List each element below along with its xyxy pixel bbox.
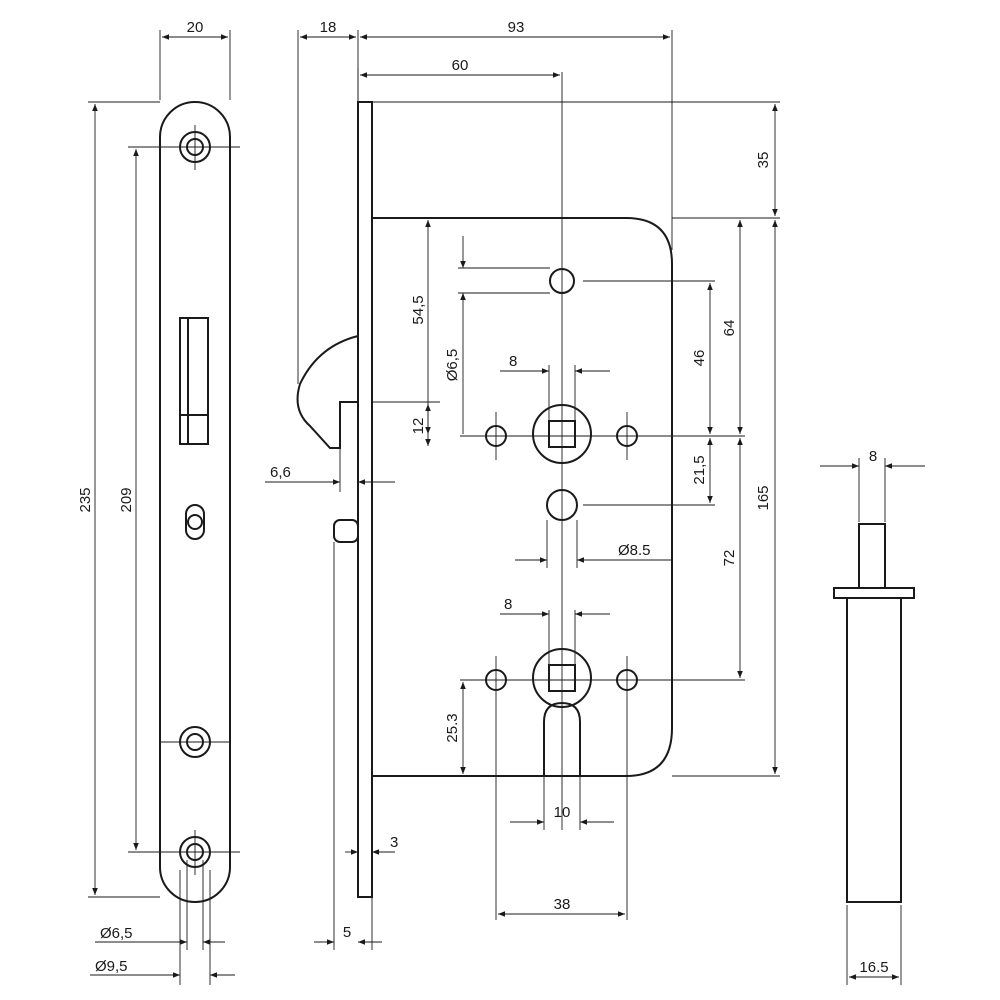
side-view-dimensions: 18 93 60 35 54,5 Ø6,5 12 6,6 3 5 <box>265 19 780 950</box>
dim-backset: 60 <box>452 57 469 74</box>
lock-case-side-view <box>296 72 745 920</box>
dim-cylinder-height: 25.3 <box>444 713 461 742</box>
dim-hole-spacing: 38 <box>554 896 571 913</box>
latch-opening <box>179 317 209 445</box>
dim-bolt-offset: 6,6 <box>270 464 291 481</box>
pin-body <box>846 597 902 903</box>
dim-follower-spacing: 72 <box>721 550 738 567</box>
dim-faceplate-thickness: 3 <box>390 834 398 851</box>
dim-case-to-follower: 64 <box>721 320 738 337</box>
pin-flange <box>833 587 915 599</box>
dim-pin-flange-width: 16.5 <box>859 959 888 976</box>
dim-pin-diameter: 8 <box>869 448 877 465</box>
faceplate-front-view <box>150 101 240 903</box>
dim-total-height: 235 <box>77 487 94 512</box>
dim-follower-to-middle-hole: 21,5 <box>691 455 708 484</box>
dim-cylinder-width: 10 <box>554 804 571 821</box>
dim-middle-hole-diameter: Ø8.5 <box>618 542 651 559</box>
pin-view: 8 16.5 <box>820 448 925 985</box>
dim-overall-depth: 93 <box>508 19 525 36</box>
dim-fixing-hole-small: Ø6,5 <box>100 925 133 942</box>
dim-bolt-height: 12 <box>410 418 427 435</box>
dim-fixing-hole-spacing: 209 <box>118 487 135 512</box>
dim-faceplate-width: 20 <box>187 19 204 36</box>
dim-top-hole-diameter: Ø6,5 <box>444 349 461 382</box>
dim-top-offset: 35 <box>755 152 772 169</box>
case-outline <box>372 217 673 777</box>
front-view-dimensions: 20 235 209 Ø6,5 Ø9,5 <box>77 19 235 985</box>
faceplate-outline <box>159 101 231 903</box>
faceplate-side <box>357 101 373 898</box>
dim-spindle-square-top: 8 <box>509 353 517 370</box>
bolt-slot <box>185 504 205 540</box>
dim-case-height: 165 <box>755 485 772 510</box>
dead-bolt <box>333 519 359 543</box>
dim-latch-projection: 18 <box>320 19 337 36</box>
latch-bolt <box>296 334 359 449</box>
dim-top-hole-to-follower: 46 <box>691 350 708 367</box>
dim-spindle-square-bottom: 8 <box>504 596 512 613</box>
dim-fixing-hole-large: Ø9,5 <box>95 958 128 975</box>
pin-tip <box>858 523 886 589</box>
dim-faceplate-depth: 5 <box>343 924 351 941</box>
dim-follower-to-top: 54,5 <box>410 295 427 324</box>
